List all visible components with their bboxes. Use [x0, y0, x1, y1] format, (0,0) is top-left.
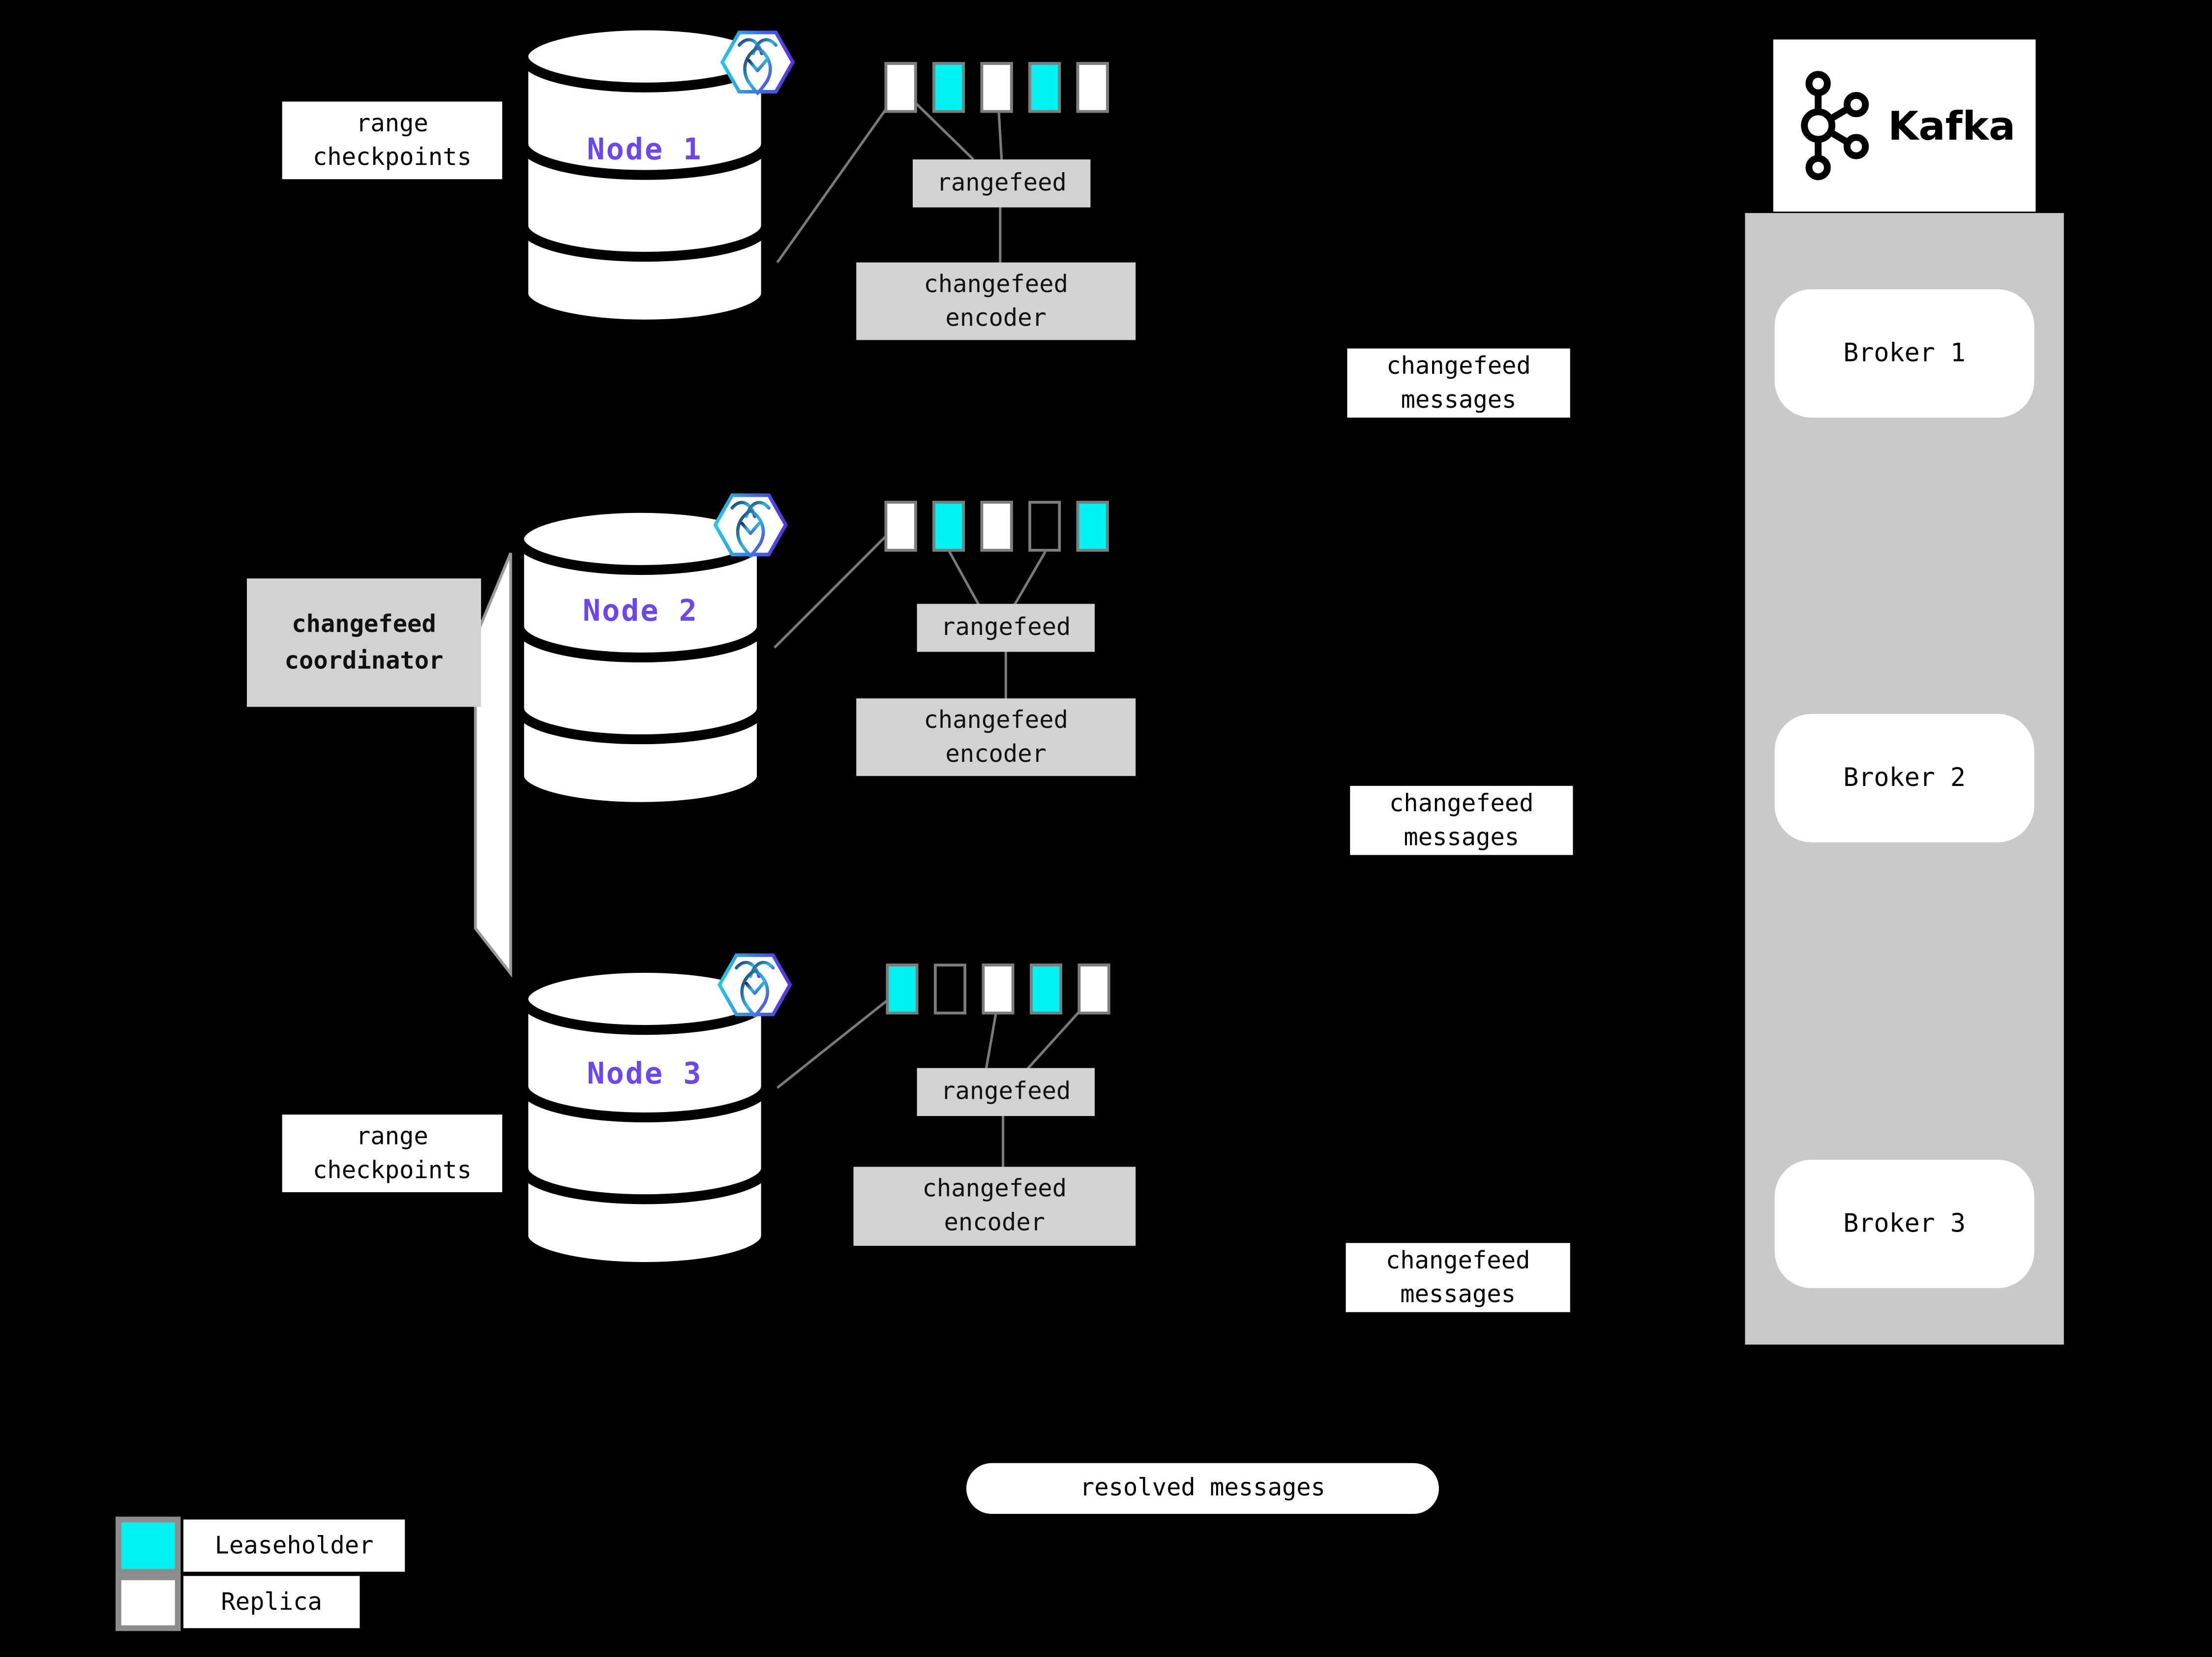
range-square-leaseholder [932, 62, 965, 113]
node-3-label: Node 3 [587, 1056, 703, 1091]
coordinator-pointer [474, 552, 512, 978]
changefeed-coordinator-box: changefeed coordinator [247, 578, 481, 707]
range-square-replica [982, 964, 1015, 1015]
node-2-cylinder [514, 503, 767, 812]
changefeed-messages-label: changefeed messages [1347, 348, 1570, 418]
range-square-replica [1076, 62, 1109, 113]
node-3-cylinder [518, 963, 771, 1272]
range-square-replica [884, 62, 917, 113]
resolved-messages-pill: resolved messages [966, 1463, 1439, 1514]
range-square-replica [1077, 964, 1110, 1015]
kafka-logo-icon [1801, 71, 1870, 181]
node-3-rangefeed-box: rangefeed [917, 1068, 1095, 1116]
legend-swatch-replica [116, 1574, 181, 1631]
range-square-replica [884, 501, 917, 552]
node-3-changefeed-encoder-box: changefeed encoder [853, 1167, 1136, 1246]
broker-box: Broker 3 [1774, 1159, 2034, 1289]
node-1-cylinder [518, 20, 771, 330]
range-square-leaseholder [1076, 501, 1109, 552]
range-square-replica [980, 501, 1013, 552]
cockroachdb-logo-icon [713, 493, 788, 558]
legend-swatch-leaseholder [116, 1516, 181, 1575]
range-checkpoints-label: range checkpoints [282, 1115, 503, 1192]
changefeed-messages-label: changefeed messages [1345, 1243, 1570, 1312]
broker-box: Broker 1 [1774, 289, 2034, 418]
cockroachdb-logo-icon [717, 953, 792, 1019]
broker-box: Broker 2 [1774, 714, 2034, 843]
range-square-leaseholder [886, 964, 919, 1015]
node-2-label: Node 2 [582, 594, 698, 628]
changefeed-messages-label: changefeed messages [1350, 785, 1573, 855]
range-square-leaseholder [1030, 964, 1063, 1015]
kafka-logo-text: Kafka [1888, 102, 2016, 149]
range-square-empty [1028, 501, 1061, 552]
range-square-empty [934, 964, 966, 1015]
node-3-ranges [886, 964, 1110, 1015]
range-square-leaseholder [1028, 62, 1061, 113]
node-1-changefeed-encoder-box: changefeed encoder [856, 262, 1136, 340]
cockroachdb-logo-icon [720, 30, 795, 95]
node-1-rangefeed-box: rangefeed [912, 159, 1091, 208]
node-1-label: Node 1 [587, 132, 703, 167]
node-2-rangefeed-box: rangefeed [917, 603, 1095, 652]
legend-label-leaseholder: Leaseholder [183, 1519, 405, 1572]
kafka-broker-container: Broker 1 Broker 2 Broker 3 [1745, 213, 2064, 1345]
node-2-changefeed-encoder-box: changefeed encoder [856, 698, 1136, 776]
kafka-panel: Kafka [1773, 39, 2036, 212]
range-square-replica [980, 62, 1013, 113]
legend-label-replica: Replica [183, 1576, 360, 1628]
node-2-ranges [884, 501, 1109, 552]
node-1-ranges [884, 62, 1109, 113]
range-checkpoints-label: range checkpoints [282, 101, 503, 180]
range-square-leaseholder [932, 501, 965, 552]
